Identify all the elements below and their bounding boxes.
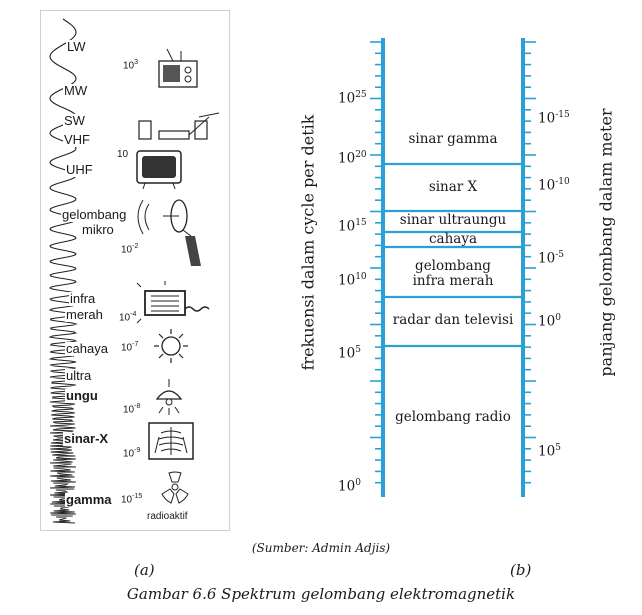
xray-icon <box>148 422 194 460</box>
tick-exp: 5 <box>355 345 361 355</box>
band-sinar-ultraungu: sinar ultraungu <box>399 212 507 228</box>
sine-wave <box>48 18 78 524</box>
tick-exp: 25 <box>355 90 367 100</box>
tick-exp: 5 <box>555 443 561 453</box>
tick-exp: -15 <box>555 110 570 120</box>
tick-base: 10 <box>338 90 356 107</box>
band-gelombang-radio: gelombang radio <box>395 409 511 425</box>
panel-b-label: (b) <box>510 561 532 579</box>
band-label-infra: infra <box>69 291 97 306</box>
band-label-lw: LW <box>66 39 87 54</box>
wave-illustration <box>48 18 220 524</box>
band-radar-televisi: radar dan televisi <box>392 312 514 328</box>
band-label-gamma: gamma <box>65 492 113 507</box>
band-exponent-ungu: 10-8 <box>123 401 140 415</box>
freq-tick-1e10: 1010 <box>338 272 367 289</box>
band-gelombang-infra-2: infra merah <box>412 273 494 289</box>
spectrum-scale <box>370 38 536 497</box>
tv-icon <box>136 150 182 190</box>
wavelength-tick-1e-10: 10-10 <box>538 177 570 194</box>
band-exponent-merah: 10-4 <box>119 309 136 323</box>
spectrum-scale-panel: sinar gamma sinar X sinar ultraungu caha… <box>290 30 635 510</box>
wavelength-tick-1e0: 100 <box>538 313 561 330</box>
band-label-sinar-x: sinar-X <box>63 431 110 446</box>
tick-exp: -5 <box>555 250 564 260</box>
tick-exp: 10 <box>355 272 367 282</box>
tick-exp: 0 <box>555 313 561 323</box>
radioactive-icon <box>161 471 189 504</box>
band-label-mikro: mikro <box>81 222 115 237</box>
exp-power: -7 <box>132 341 139 348</box>
exp-power: -4 <box>130 311 137 318</box>
band-label-ungu: ungu <box>65 388 99 403</box>
band-label-sw: SW <box>63 113 86 128</box>
band-cahaya: cahaya <box>428 231 478 247</box>
exp-power: 3 <box>134 59 139 66</box>
tick-base: 10 <box>338 218 356 235</box>
band-label-merah: merah <box>65 307 104 322</box>
tick-base: 10 <box>338 150 356 167</box>
tick-base: 10 <box>538 443 556 460</box>
exp-base: 10 <box>123 404 135 416</box>
sun-icon <box>154 329 188 363</box>
exp-power: -15 <box>132 493 143 500</box>
exp-base: 10 <box>119 312 131 324</box>
tick-base: 10 <box>338 272 356 289</box>
exp-base: 10 <box>121 342 133 354</box>
tick-base: 10 <box>338 478 356 495</box>
tick-exp: 20 <box>355 150 367 160</box>
tick-base: 10 <box>538 313 556 330</box>
band-sinar-x: sinar X <box>428 179 478 195</box>
satellite-dish-icon <box>137 199 201 266</box>
tick-base: 10 <box>538 177 556 194</box>
wavelength-tick-1e-5: 10-5 <box>538 250 564 267</box>
left-axis-title: frekuensi dalam cycle per detik <box>298 114 318 371</box>
tick-exp: 15 <box>355 218 367 228</box>
vcr-antenna-icon <box>138 112 220 140</box>
band-exponent-sinar-x: 10-9 <box>123 445 140 459</box>
band-label-uhf: UHF <box>65 162 94 177</box>
band-exponent-mikro: 10-2 <box>121 241 138 255</box>
band-sinar-gamma: sinar gamma <box>408 131 498 147</box>
exp-base: 10 <box>121 244 133 256</box>
band-label-gelombang: gelombang <box>61 207 128 222</box>
band-exponent-gamma: 10-15 <box>121 491 142 505</box>
exp-base: 10 <box>123 60 135 72</box>
band-label-cahaya: cahaya <box>65 341 109 356</box>
source-credit: (Sumber: Admin Adjis) <box>251 541 391 555</box>
band-exponent-vhf: 10 <box>117 149 128 160</box>
freq-tick-1e5: 105 <box>338 345 361 362</box>
spectrum-illustration-panel: LW 103 MW SW VHF 10 UHF gelombang mikro … <box>40 10 230 531</box>
freq-tick-1e25: 1025 <box>338 90 367 107</box>
heater-icon <box>136 281 210 324</box>
exp-base: 10 <box>123 448 135 460</box>
band-exponent-cahaya: 10-7 <box>121 339 138 353</box>
exp-power: -8 <box>134 403 141 410</box>
right-axis-title: panjang gelombang dalam meter <box>596 108 616 377</box>
band-label-mw: MW <box>63 83 89 98</box>
radio-icon <box>158 48 198 88</box>
freq-tick-1e20: 1020 <box>338 150 367 167</box>
figure-caption: Gambar 6.6 Spektrum gelombang elektromag… <box>126 585 516 603</box>
band-gelombang-infra-1: gelombang <box>415 258 491 274</box>
band-label-vhf: VHF <box>63 132 91 147</box>
wavelength-tick-1e5: 105 <box>538 443 561 460</box>
exp-power: -9 <box>134 447 141 454</box>
tick-base: 10 <box>338 345 356 362</box>
tick-exp: 0 <box>355 478 361 488</box>
band-exponent-lw: 103 <box>123 57 138 71</box>
tick-exp: -10 <box>555 177 570 187</box>
lamp-icon <box>155 379 183 415</box>
band-label-ultra: ultra <box>65 368 93 383</box>
freq-tick-1e15: 1015 <box>338 218 367 235</box>
freq-tick-1e0: 100 <box>338 478 361 495</box>
wavelength-tick-1e-15: 10-15 <box>538 110 570 127</box>
exp-base: 10 <box>117 149 129 160</box>
tick-base: 10 <box>538 250 556 267</box>
exp-base: 10 <box>121 494 133 506</box>
panel-a-label: (a) <box>134 561 155 579</box>
tick-base: 10 <box>538 110 556 127</box>
exp-power: -2 <box>132 243 139 250</box>
radioaktif-label: radioaktif <box>147 511 188 522</box>
